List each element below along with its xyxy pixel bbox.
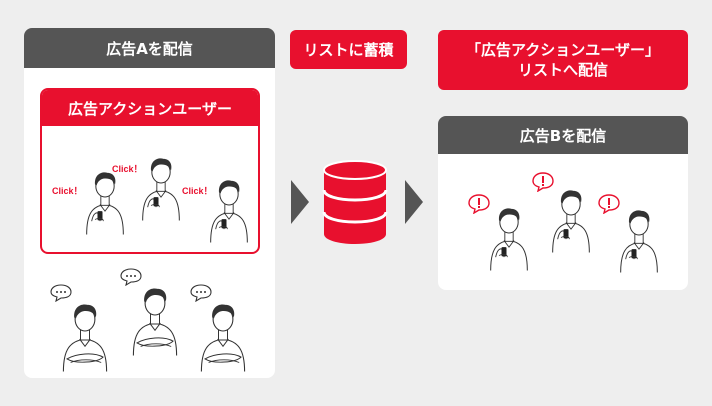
delivery-label: 「広告アクションユーザー」 リストへ配信 <box>438 30 688 90</box>
campaign-b-title: 広告Bを配信 <box>438 116 688 154</box>
delivery-label-line2: リストへ配信 <box>517 61 608 79</box>
delivery-label-line1: 「広告アクションユーザー」 <box>466 41 660 59</box>
exclamation-bubble-icon <box>532 172 554 196</box>
campaign-a-panel: 広告Aを配信 広告アクションユーザー Click！ Click！ Click！ <box>24 28 275 378</box>
speech-bubble-icon <box>190 284 212 306</box>
speech-bubble-icon <box>120 268 142 290</box>
person-with-phone <box>484 190 534 276</box>
campaign-a-title: 広告Aを配信 <box>24 28 275 68</box>
database-icon <box>322 160 388 248</box>
click-label: Click！ <box>112 164 143 174</box>
exclamation-bubble-icon <box>598 194 620 218</box>
person-with-phone <box>204 162 254 248</box>
campaign-b-panel: 広告Bを配信 <box>438 116 688 290</box>
person-with-phone <box>614 192 664 278</box>
arrow-right-icon <box>291 180 309 224</box>
store-list-label: リストに蓄積 <box>290 30 407 69</box>
person-with-phone <box>546 172 596 258</box>
arrow-right-icon <box>405 180 423 224</box>
exclamation-bubble-icon <box>468 194 490 218</box>
action-users-label: 広告アクションユーザー <box>42 90 258 126</box>
click-label: Click！ <box>182 186 213 196</box>
person-with-phone <box>136 140 186 226</box>
speech-bubble-icon <box>50 284 72 306</box>
click-label: Click！ <box>52 186 83 196</box>
action-users-box: 広告アクションユーザー Click！ Click！ Click！ <box>40 88 260 254</box>
